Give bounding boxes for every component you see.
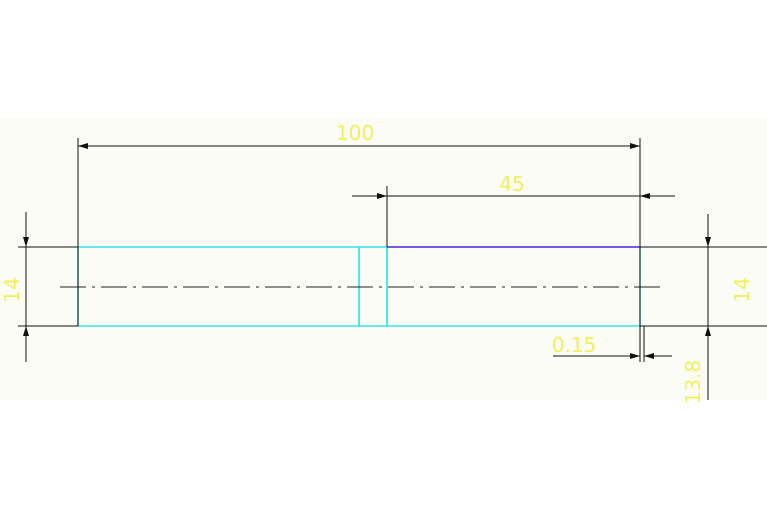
dimension-label-13-8: 13.8: [681, 360, 705, 405]
dimension-label-left-14: 14: [0, 277, 24, 302]
dimension-right-length: 45: [352, 172, 675, 199]
dimension-step: 0.15: [552, 326, 672, 362]
dimension-right-diameter: 14: [705, 214, 754, 362]
dimension-overall-length: 100: [78, 121, 640, 149]
dimension-label-100: 100: [336, 121, 374, 145]
drawing-sheet: [0, 118, 767, 400]
dimension-label-0-15: 0.15: [552, 333, 597, 357]
dimension-reduced-diameter: 13.8: [681, 326, 709, 405]
dimension-label-right-14: 14: [730, 277, 754, 302]
dimension-left-diameter: 14: [0, 212, 29, 362]
dimension-label-45: 45: [499, 172, 524, 196]
